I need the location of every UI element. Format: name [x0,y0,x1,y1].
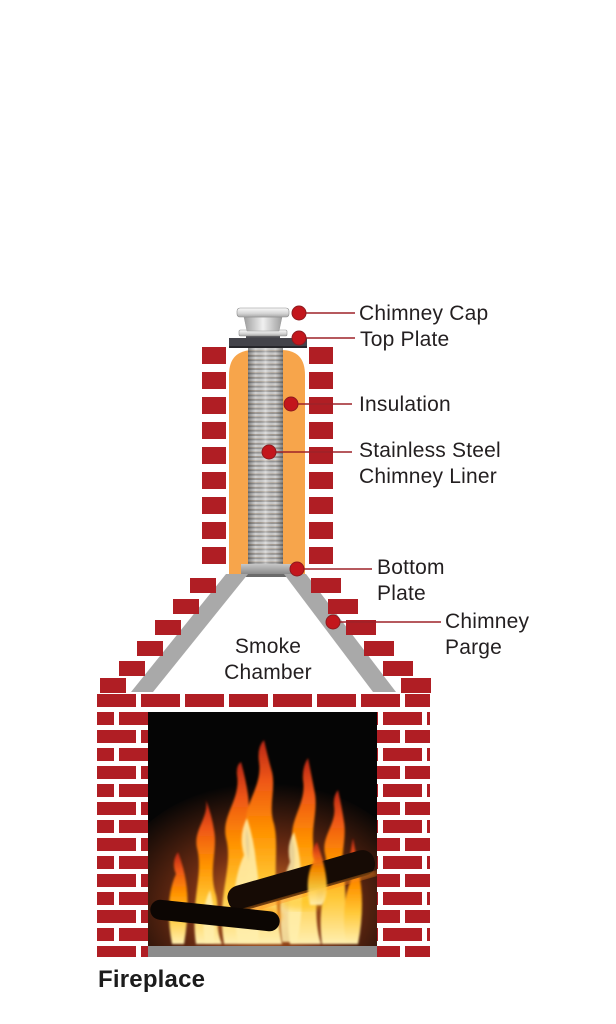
callout-lines [276,312,441,623]
chimney-parge-graphic [131,574,396,692]
brick [100,678,126,693]
shoulder-step-bricks [100,578,431,693]
chimney-cap-graphic [236,307,290,340]
chimney-brick-column-right [309,347,333,565]
label-chimney-cap: Chimney Cap [359,302,489,325]
parge-right-band [284,574,396,692]
fire-logs [150,850,377,932]
brick [190,578,216,593]
label-stainless-steel-chimney-liner: Stainless Steel Chimney Liner [359,439,501,488]
label-chimney-parge: Chimney Parge [445,610,530,659]
label-top-plate: Top Plate [360,328,450,351]
brick [173,599,199,614]
bottom-plate-graphic [241,564,295,577]
callout-dots [261,305,341,630]
brick [401,678,431,693]
callout-dot-top-plate [291,330,307,346]
firebox [148,712,377,948]
label-insulation: Insulation [359,393,451,416]
fireplace-body-bricks [97,694,430,957]
brick [328,599,358,614]
brick [364,641,394,656]
parge-left-band [131,574,248,692]
hearth-bar [148,946,377,957]
brick [346,620,376,635]
brick [119,661,145,676]
brick [155,620,181,635]
callout-dot-chimney-parge [325,614,341,630]
brick [137,641,163,656]
callout-dot-bottom-plate [289,561,305,577]
label-bottom-plate: Bottom Plate [377,556,445,605]
callout-dot-chimney-cap [291,305,307,321]
diagram-caption: Fireplace [98,966,206,993]
label-smoke-chamber: Smoke Chamber [224,635,312,684]
fire-flames [148,740,377,948]
top-plate-graphic [229,338,307,348]
callout-dot-chimney-liner [261,444,277,460]
brick [311,578,341,593]
callout-dot-insulation [283,396,299,412]
chimney-brick-column-left [202,347,226,565]
brick [383,661,413,676]
